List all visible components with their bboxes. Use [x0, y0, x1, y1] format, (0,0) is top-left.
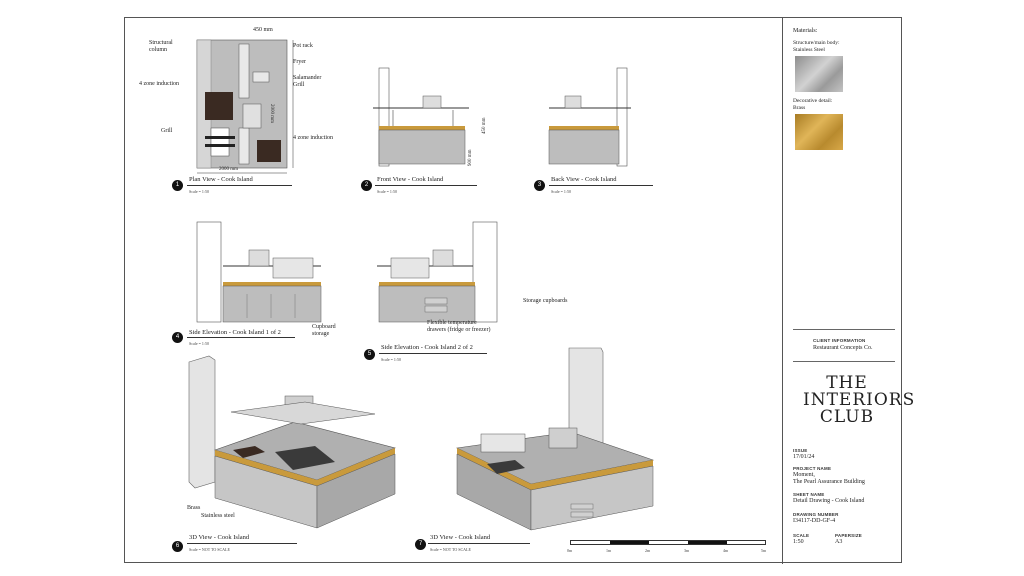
label-structural-column: Structural column	[149, 40, 173, 53]
plan-dim-top: 450 mm	[253, 27, 273, 33]
issue-label: ISSUE	[793, 448, 808, 453]
project-label: PROJECT NAME	[793, 466, 832, 471]
label-stainless-steel: Stainless steel	[201, 513, 235, 519]
drawing-area: 450 mm 2000 mm 2000 mm Structural column…	[125, 18, 781, 564]
side-elevation-1-drawing	[196, 221, 322, 323]
scale-side-elevation-2: Scale = 1:50	[381, 357, 402, 362]
back-view-drawing	[548, 67, 631, 167]
caption-front-view: Front View - Cook Island	[377, 176, 444, 183]
plan-view-drawing	[196, 39, 294, 174]
view-number-4: 4	[172, 332, 183, 343]
papersize-label: PAPERSIZE	[835, 533, 862, 538]
plan-dim-right: 2000 mm	[269, 104, 274, 124]
scale-front-view: Scale = 1:50	[377, 189, 398, 194]
view-number-3: 3	[534, 180, 545, 191]
view-number-1: 1	[172, 180, 183, 191]
issue-value: 17/01/24	[793, 454, 815, 460]
view-number-6: 6	[172, 541, 183, 552]
title-block: Materials: Structure/main body: Stainles…	[782, 18, 916, 564]
view-number-2: 2	[361, 180, 372, 191]
sheet-name-label: SHEET NAME	[793, 492, 825, 497]
label-pot-rack: Pot rack	[293, 43, 313, 49]
scale-side-elevation-1: Scale = 1:50	[189, 341, 210, 346]
scale-plan-view: Scale = 1:50	[189, 189, 210, 194]
materials-heading: Materials:	[793, 28, 818, 34]
label-brass: Brass	[187, 505, 201, 511]
label-storage-cupboards: Storage cupboards	[523, 298, 568, 304]
scale-tick-2: 2m	[645, 548, 651, 553]
brass-swatch	[795, 114, 843, 150]
scale-3d-view-a: Scale = NOT TO SCALE	[189, 547, 230, 552]
scale-tick-3: 3m	[684, 548, 690, 553]
scale-value: 1:50	[793, 539, 804, 545]
caption-back-view: Back View - Cook Island	[551, 176, 617, 183]
side-elevation-2-drawing	[377, 221, 498, 323]
client-label: CLIENT INFORMATION	[813, 338, 866, 343]
scale-tick-5: 5m	[761, 548, 767, 553]
client-value: Restaurant Concepts Co.	[813, 345, 873, 351]
stainless-steel-swatch	[795, 56, 843, 92]
material-brass-label: Decorative detail: Brass	[793, 98, 833, 111]
caption-plan-view: Plan View - Cook Island	[189, 176, 253, 183]
material-steel-label: Structure/main body: Stainless Steel	[793, 40, 840, 53]
label-salamander: Salamander Grill	[293, 75, 322, 88]
caption-side-elevation-2: Side Elevation - Cook Island 2 of 2	[381, 344, 473, 351]
3d-view-b-drawing	[455, 347, 655, 531]
label-induction-left: 4 zone induction	[139, 81, 179, 87]
scale-tick-0: 0m	[567, 548, 573, 553]
plan-dim-bottom: 2000 mm	[219, 167, 239, 172]
label-flexible-drawers: Flexible temperature drawers (fridge or …	[427, 320, 491, 333]
scale-bar	[570, 540, 766, 545]
scale-label: SCALE	[793, 533, 810, 538]
front-dim-450: 450 mm	[482, 117, 487, 134]
front-view-drawing	[373, 67, 469, 167]
label-fryer: Fryer	[293, 59, 306, 65]
drawing-number-value: I34117-DD-GF-4	[793, 518, 836, 524]
label-cupboard-storage: Cupboard storage	[312, 324, 336, 337]
view-number-7: 7	[415, 539, 426, 550]
drawing-sheet: 450 mm 2000 mm 2000 mm Structural column…	[124, 17, 916, 564]
front-dim-900: 900 mm	[468, 149, 473, 166]
caption-3d-view-b: 3D View - Cook Island	[430, 534, 491, 541]
scale-tick-1: 1m	[606, 548, 612, 553]
scale-tick-4: 4m	[723, 548, 729, 553]
label-induction-right: 4 zone induction	[293, 135, 333, 141]
label-grill: Grill	[161, 128, 173, 134]
view-number-5: 5	[364, 349, 375, 360]
scale-3d-view-b: Scale = NOT TO SCALE	[430, 547, 471, 552]
3d-view-a-drawing	[188, 355, 396, 529]
scale-back-view: Scale = 1:50	[551, 189, 572, 194]
papersize-value: A3	[835, 539, 843, 545]
project-value: Moment, The Pearl Assurance Building	[793, 472, 865, 485]
caption-side-elevation-1: Side Elevation - Cook Island 1 of 2	[189, 329, 281, 336]
interiors-club-logo: THE INTERIORS CLUB	[803, 373, 916, 427]
drawing-number-label: DRAWING NUMBER	[793, 512, 839, 517]
sheet-name-value: Detail Drawing - Cook Island	[793, 498, 865, 504]
caption-3d-view-a: 3D View - Cook Island	[189, 534, 250, 541]
